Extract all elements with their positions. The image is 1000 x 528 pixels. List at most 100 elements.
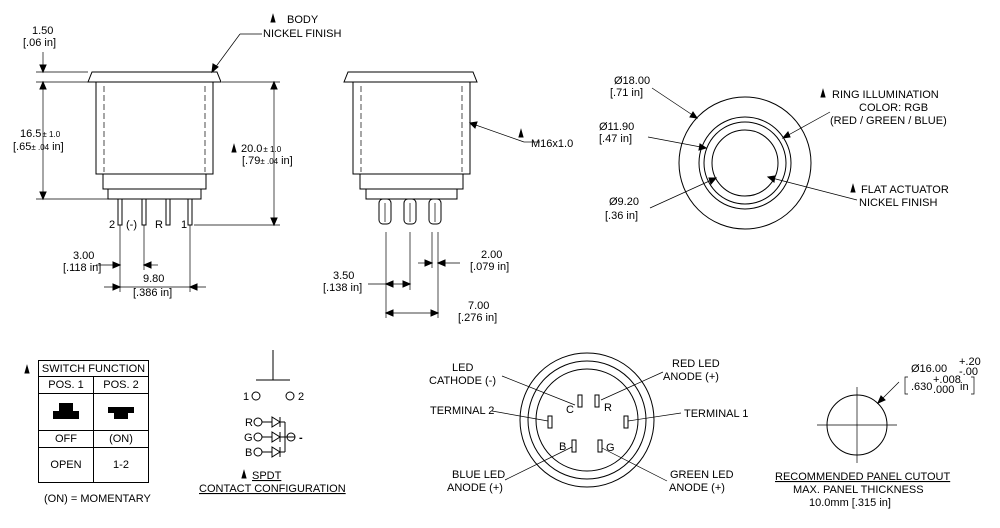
pin-label: 2	[109, 219, 115, 231]
bracket	[971, 376, 975, 395]
arrow-icon	[781, 131, 791, 139]
dim-value: Ø18.00	[614, 75, 650, 87]
contact-terminal	[251, 391, 261, 401]
callout-label: M16x1.0	[531, 138, 573, 150]
triangle-marker-icon	[231, 143, 237, 153]
dim-value: 7.00	[468, 300, 489, 312]
pin-slot	[594, 394, 600, 408]
arrow-icon	[689, 111, 699, 119]
bezel-outline	[87, 71, 222, 83]
terminal-layout: C R B G LED CATHODE (-) RED LED ANODE (+…	[429, 352, 748, 494]
triangle-marker-icon	[820, 88, 826, 98]
dim-value: 16.5± 1.0	[20, 128, 61, 140]
dim-value-in: [.36 in]	[605, 210, 638, 222]
cutout-note: MAX. PANEL THICKNESS	[793, 484, 924, 496]
middle-ring	[527, 360, 647, 480]
switch-up-icon	[53, 402, 79, 419]
cutout-note: 10.0mm [.315 in]	[809, 497, 891, 509]
callout-label: RING ILLUMINATION	[832, 89, 939, 101]
body-outline	[95, 81, 214, 175]
arrow-icon	[142, 261, 152, 269]
led-terminal	[253, 432, 263, 442]
pin-letter: B	[559, 441, 566, 453]
led-row: B	[245, 446, 285, 459]
top-view: Ø18.00 [.71 in] Ø11.90 [.47 in] Ø9.20 [.…	[599, 75, 949, 230]
dim-tolerance: +.008	[933, 374, 961, 386]
diode-icon	[271, 431, 281, 443]
leader-line	[469, 122, 525, 143]
pin	[165, 198, 171, 226]
callout-label: COLOR: RGB	[859, 102, 928, 114]
pin-label: (-)	[126, 219, 137, 231]
dim-value-in: [.386 in]	[133, 287, 172, 299]
terminal-label: RED LED	[672, 358, 720, 370]
pin-letter: C	[566, 404, 574, 416]
cutout-title: RECOMMENDED PANEL CUTOUT	[775, 471, 950, 483]
dim-value: 20.0± 1.0	[241, 143, 282, 155]
table-cell: (ON)	[93, 430, 149, 448]
dim-tolerance: +.20	[959, 356, 981, 368]
triangle-marker-icon	[850, 183, 856, 193]
dim-value-in: [.138 in]	[323, 282, 362, 294]
sleeve-outline	[102, 173, 207, 190]
switch-down-icon	[108, 406, 134, 419]
led-terminal	[253, 417, 263, 427]
led-row: R	[245, 416, 285, 429]
pin-label: 1	[181, 219, 187, 231]
leader-line	[767, 176, 858, 201]
dim-value-in: [.079 in]	[470, 261, 509, 273]
dim-value: Ø16.00	[911, 363, 947, 375]
inner-ring	[535, 368, 639, 472]
front-view: M16x1.0 2.00 [.079 in] 3.50 [.138 in] 7.…	[323, 71, 573, 324]
led-label: G	[244, 432, 253, 444]
dim-value-in: .630	[911, 381, 932, 393]
contact-label: 1	[243, 391, 249, 403]
terminal-label: GREEN LED	[670, 469, 734, 481]
sleeve-outline	[359, 173, 464, 190]
contact-label: 2	[298, 391, 304, 403]
terminal-label: TERMINAL 2	[430, 405, 494, 417]
dim-unit: in	[960, 381, 969, 393]
base-outline	[365, 188, 458, 200]
illumination-ring-outer	[698, 116, 792, 210]
dim-value: Ø9.20	[609, 196, 639, 208]
arrow-icon	[698, 143, 708, 151]
switch-icon-off	[38, 393, 94, 431]
leader-line	[649, 177, 717, 209]
pin-slot	[597, 439, 603, 453]
arrow-icon	[112, 261, 122, 269]
leader-line	[600, 371, 664, 401]
arrow-icon	[424, 259, 434, 267]
arrow-icon	[211, 63, 219, 74]
callout-label: FLAT ACTUATOR	[861, 184, 949, 196]
terminal-label: ANODE (+)	[447, 482, 503, 494]
led-label: B	[245, 447, 252, 459]
switch-icon-on	[93, 393, 149, 431]
illumination-ring-inner	[703, 121, 787, 205]
arrow-icon	[430, 309, 440, 317]
arrow-icon	[402, 280, 412, 288]
triangle-marker-icon	[24, 364, 30, 374]
dim-value: 3.50	[333, 270, 354, 282]
dim-value: 2.00	[481, 249, 502, 261]
dim-value-in: [.06 in]	[23, 37, 56, 49]
contact-terminal	[285, 391, 295, 401]
callout-label: (RED / GREEN / BLUE)	[830, 115, 947, 127]
pin-label: R	[155, 219, 163, 231]
dim-value: 3.00	[73, 250, 94, 262]
pin	[187, 198, 193, 226]
table-header: POS. 2	[93, 376, 149, 394]
triangle-marker-icon	[270, 13, 276, 23]
terminal-label: BLUE LED	[452, 469, 505, 481]
terminal-label: LED	[452, 362, 473, 374]
arrow-icon	[384, 280, 394, 288]
table-cell: OPEN	[38, 447, 94, 483]
arrow-icon	[39, 80, 47, 90]
cathode-label: -	[299, 432, 303, 444]
terminal-label: ANODE (+)	[663, 371, 719, 383]
pin	[117, 198, 123, 226]
terminal-label: ANODE (+)	[669, 482, 725, 494]
leader-line	[501, 375, 576, 406]
base-outline	[107, 188, 202, 200]
